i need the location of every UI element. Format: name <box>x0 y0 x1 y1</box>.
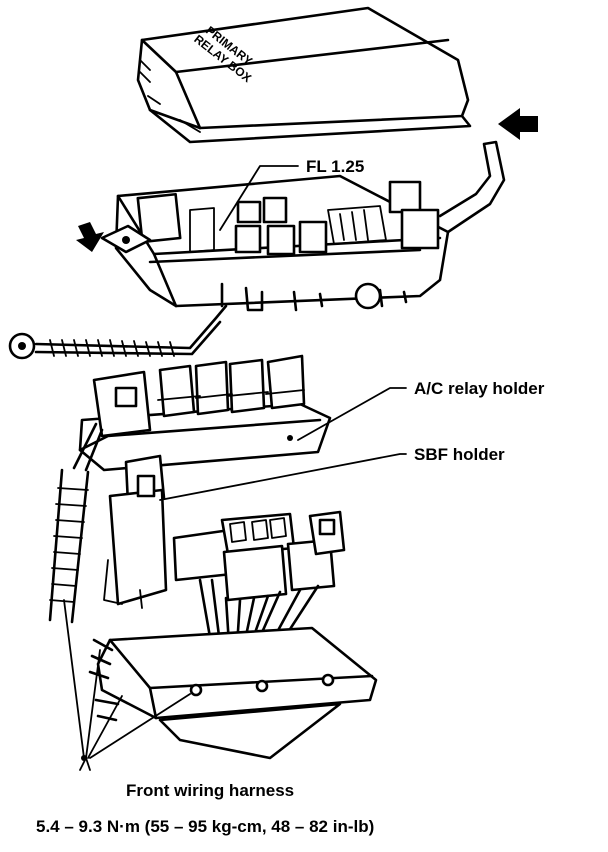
front-wiring-harness-label: Front wiring harness <box>126 781 294 800</box>
fl-label: FL 1.25 <box>306 157 364 176</box>
ac-relay-holder <box>78 354 332 472</box>
arrow-icon <box>498 108 538 140</box>
sbf-holder <box>103 454 168 609</box>
base-tray <box>96 626 378 760</box>
harness-coil <box>48 422 104 624</box>
sbf-holder-label: SBF holder <box>414 445 505 464</box>
ac-relay-holder-label: A/C relay holder <box>414 379 545 398</box>
ground-strap <box>8 304 228 360</box>
arrow-icon <box>76 222 104 252</box>
relay-box-cover: PRIMARY RELAY BOX <box>136 6 472 144</box>
relay-box-body <box>100 174 450 312</box>
torque-spec-text: 5.4 – 9.3 N·m (55 – 95 kg-cm, 48 – 82 in… <box>36 817 374 836</box>
connectors <box>172 510 346 602</box>
